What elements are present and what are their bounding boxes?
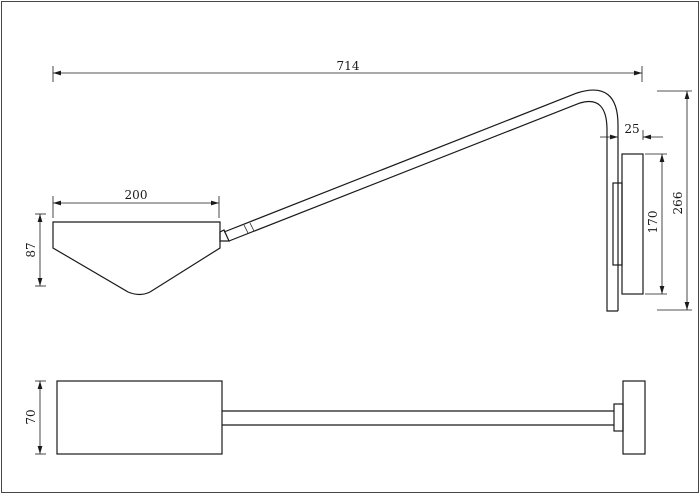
dimension-label: 714 [337, 59, 360, 73]
side-view [52, 89, 644, 312]
dimension-label: 25 [624, 122, 639, 136]
wall-backplate [621, 153, 644, 295]
arm-inner [228, 101, 618, 312]
dimension-label: 170 [646, 211, 660, 234]
top-view [56, 380, 646, 455]
dimension-overall-length: 714 [52, 59, 643, 82]
dimension-wall-offset: 25 [600, 122, 663, 140]
dimension-label: 266 [671, 192, 685, 215]
dimension-label: 200 [125, 188, 148, 202]
shade-top [56, 380, 223, 455]
arm-collar-line [243, 224, 249, 234]
dimension-top-view-depth: 70 [24, 380, 46, 455]
dimension-shade-height: 87 [24, 213, 46, 287]
shade-outline [52, 221, 221, 296]
arm-outer [223, 89, 619, 311]
dimension-label: 87 [24, 242, 38, 257]
dimension-overall-height: 266 [657, 90, 692, 311]
dimension-label: 70 [24, 409, 38, 424]
arm-collar-line [249, 222, 255, 232]
dimension-backplate-height: 170 [645, 153, 667, 295]
mount-bracket-top [613, 403, 624, 432]
wall-backplate-top [622, 380, 646, 455]
dimension-shade-width: 200 [52, 188, 220, 218]
